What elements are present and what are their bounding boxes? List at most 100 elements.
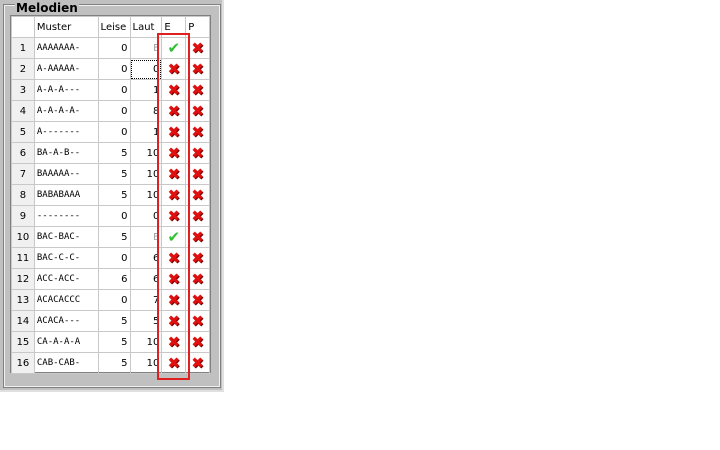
muster-cell[interactable]: ACACACCC xyxy=(33,289,99,311)
e-cell[interactable]: ✖ xyxy=(161,289,187,311)
p-cell[interactable]: ✖ xyxy=(185,289,210,311)
e-cell[interactable]: ✔ xyxy=(161,226,187,248)
laut-cell[interactable]: 0 xyxy=(129,58,163,80)
table-row[interactable]: 6 BA-A-B-- 5 10 ✖ ✖ xyxy=(11,142,210,164)
laut-cell[interactable]: 5 xyxy=(129,310,163,332)
leise-cell[interactable]: 5 xyxy=(97,352,131,374)
e-cell[interactable]: ✖ xyxy=(161,121,187,143)
e-cell[interactable]: ✖ xyxy=(161,184,187,206)
leise-cell[interactable]: 0 xyxy=(97,121,131,143)
muster-cell[interactable]: CAB-CAB- xyxy=(33,352,99,374)
laut-cell[interactable]: 1 xyxy=(129,79,163,101)
e-cell[interactable]: ✖ xyxy=(161,331,187,353)
leise-cell[interactable]: 5 xyxy=(97,226,131,248)
table-row[interactable]: 11 BAC-C-C- 0 6 ✖ ✖ xyxy=(11,247,210,269)
e-cell[interactable]: ✖ xyxy=(161,352,187,374)
laut-cell[interactable]: 10 xyxy=(129,184,163,206)
p-cell[interactable]: ✖ xyxy=(185,37,210,59)
laut-cell[interactable]: 6 xyxy=(129,268,163,290)
leise-cell[interactable]: 5 xyxy=(97,331,131,353)
laut-cell[interactable]: 1 xyxy=(129,121,163,143)
table-row[interactable]: 9 -------- 0 0 ✖ ✖ xyxy=(11,205,210,227)
e-cell[interactable]: ✖ xyxy=(161,205,187,227)
leise-cell[interactable]: 5 xyxy=(97,184,131,206)
e-cell[interactable]: ✖ xyxy=(161,268,187,290)
laut-cell[interactable]: 7 xyxy=(129,289,163,311)
table-row[interactable]: 2 A-AAAAA- 0 0 ✖ ✖ xyxy=(11,58,210,80)
header-leise[interactable]: Leise xyxy=(97,16,131,38)
muster-cell[interactable]: BA-A-B-- xyxy=(33,142,99,164)
table-row[interactable]: 4 A-A-A-A- 0 8 ✖ ✖ xyxy=(11,100,210,122)
melodien-grid[interactable]: Muster Leise Laut E P 1 AAAAAAA- 0 E ✔ ✖… xyxy=(10,15,211,374)
e-cell[interactable]: ✖ xyxy=(161,100,187,122)
leise-cell[interactable]: 0 xyxy=(97,79,131,101)
laut-cell[interactable]: 10 xyxy=(129,352,163,374)
p-cell[interactable]: ✖ xyxy=(185,268,210,290)
p-cell[interactable]: ✖ xyxy=(185,121,210,143)
p-cell[interactable]: ✖ xyxy=(185,79,210,101)
e-cell[interactable]: ✖ xyxy=(161,163,187,185)
muster-cell[interactable]: A-A-A-A- xyxy=(33,100,99,122)
table-row[interactable]: 3 A-A-A--- 0 1 ✖ ✖ xyxy=(11,79,210,101)
p-cell[interactable]: ✖ xyxy=(185,184,210,206)
laut-cell[interactable]: 0 xyxy=(129,205,163,227)
leise-cell[interactable]: 5 xyxy=(97,163,131,185)
p-cell[interactable]: ✖ xyxy=(185,58,210,80)
e-cell[interactable]: ✖ xyxy=(161,142,187,164)
p-cell[interactable]: ✖ xyxy=(185,331,210,353)
laut-cell[interactable]: 10 xyxy=(129,331,163,353)
table-row[interactable]: 13 ACACACCC 0 7 ✖ ✖ xyxy=(11,289,210,311)
laut-cell[interactable]: 10 xyxy=(129,142,163,164)
header-laut[interactable]: Laut xyxy=(129,16,163,38)
e-cell[interactable]: ✖ xyxy=(161,79,187,101)
leise-cell[interactable]: 0 xyxy=(97,37,131,59)
header-muster[interactable]: Muster xyxy=(33,16,99,38)
muster-cell[interactable]: BAC-BAC- xyxy=(33,226,99,248)
leise-cell[interactable]: 6 xyxy=(97,268,131,290)
p-cell[interactable]: ✖ xyxy=(185,310,210,332)
muster-cell[interactable]: A-A-A--- xyxy=(33,79,99,101)
leise-cell[interactable]: 5 xyxy=(97,310,131,332)
muster-cell[interactable]: BAAAAA-- xyxy=(33,163,99,185)
leise-cell[interactable]: 5 xyxy=(97,142,131,164)
laut-cell[interactable]: 10 xyxy=(129,163,163,185)
muster-cell[interactable]: ACC-ACC- xyxy=(33,268,99,290)
leise-cell[interactable]: 0 xyxy=(97,58,131,80)
muster-cell[interactable]: A-AAAAA- xyxy=(33,58,99,80)
p-cell[interactable]: ✖ xyxy=(185,100,210,122)
table-row[interactable]: 15 CA-A-A-A 5 10 ✖ ✖ xyxy=(11,331,210,353)
p-cell[interactable]: ✖ xyxy=(185,163,210,185)
p-cell[interactable]: ✖ xyxy=(185,247,210,269)
leise-cell[interactable]: 0 xyxy=(97,205,131,227)
laut-cell[interactable]: E xyxy=(129,226,163,248)
muster-cell[interactable]: AAAAAAA- xyxy=(33,37,99,59)
p-cell[interactable]: ✖ xyxy=(185,352,210,374)
table-row[interactable]: 10 BAC-BAC- 5 E ✔ ✖ xyxy=(11,226,210,248)
table-row[interactable]: 7 BAAAAA-- 5 10 ✖ ✖ xyxy=(11,163,210,185)
leise-cell[interactable]: 0 xyxy=(97,100,131,122)
header-p[interactable]: P xyxy=(185,16,210,38)
muster-cell[interactable]: A------- xyxy=(33,121,99,143)
table-row[interactable]: 5 A------- 0 1 ✖ ✖ xyxy=(11,121,210,143)
table-row[interactable]: 12 ACC-ACC- 6 6 ✖ ✖ xyxy=(11,268,210,290)
laut-cell[interactable]: 8 xyxy=(129,100,163,122)
p-cell[interactable]: ✖ xyxy=(185,226,210,248)
table-row[interactable]: 14 ACACA--- 5 5 ✖ ✖ xyxy=(11,310,210,332)
table-row[interactable]: 16 CAB-CAB- 5 10 ✖ ✖ xyxy=(11,352,210,374)
table-row[interactable]: 1 AAAAAAA- 0 E ✔ ✖ xyxy=(11,37,210,59)
laut-cell[interactable]: 6 xyxy=(129,247,163,269)
p-cell[interactable]: ✖ xyxy=(185,142,210,164)
muster-cell[interactable]: ACACA--- xyxy=(33,310,99,332)
p-cell[interactable]: ✖ xyxy=(185,205,210,227)
leise-cell[interactable]: 0 xyxy=(97,247,131,269)
muster-cell[interactable]: BABABAAA xyxy=(33,184,99,206)
muster-cell[interactable]: -------- xyxy=(33,205,99,227)
e-cell[interactable]: ✖ xyxy=(161,247,187,269)
laut-cell[interactable]: E xyxy=(129,37,163,59)
muster-cell[interactable]: CA-A-A-A xyxy=(33,331,99,353)
e-cell[interactable]: ✖ xyxy=(161,310,187,332)
leise-cell[interactable]: 0 xyxy=(97,289,131,311)
muster-cell[interactable]: BAC-C-C- xyxy=(33,247,99,269)
header-e[interactable]: E xyxy=(161,16,187,38)
table-row[interactable]: 8 BABABAAA 5 10 ✖ ✖ xyxy=(11,184,210,206)
